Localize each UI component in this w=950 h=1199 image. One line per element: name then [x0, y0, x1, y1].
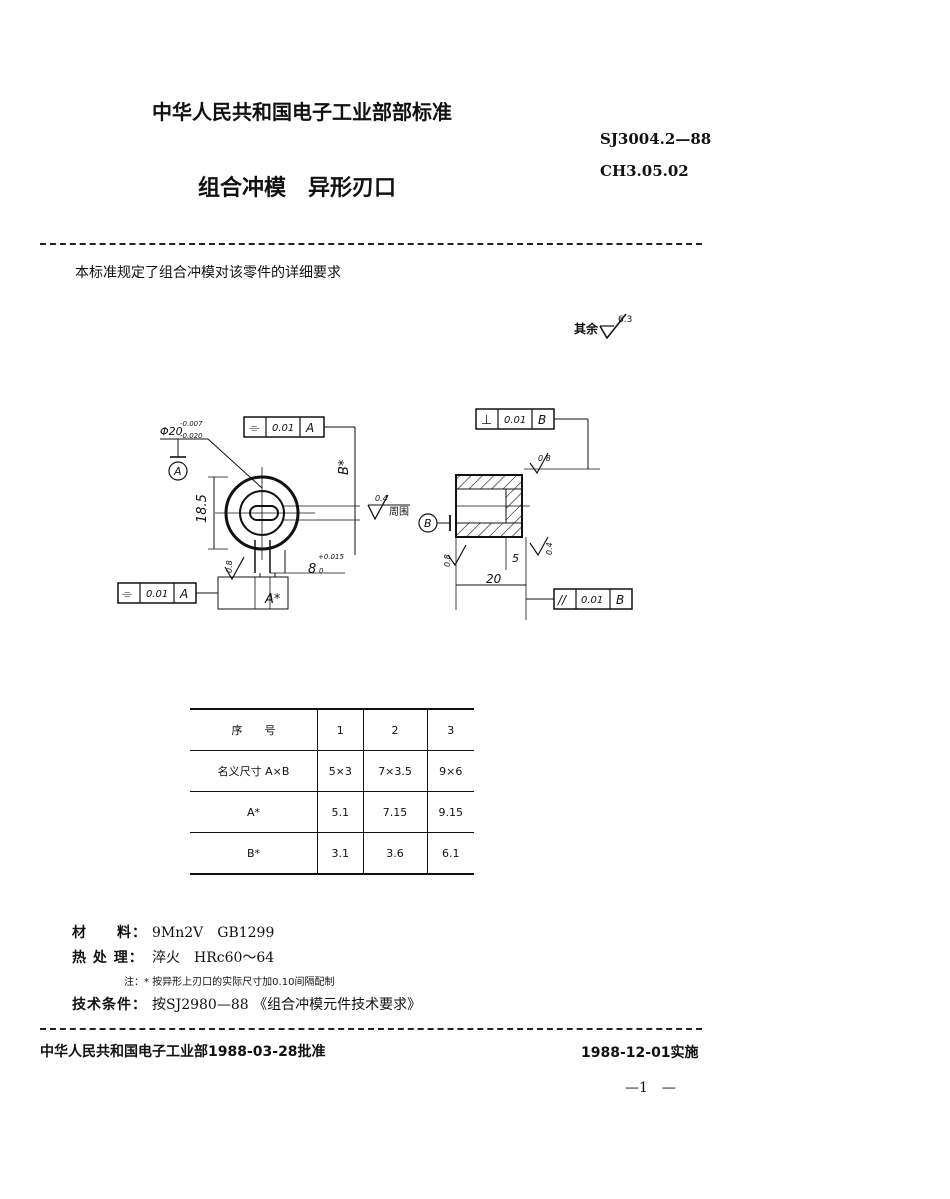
- table-cell: 3.6: [362, 832, 427, 875]
- width-tol-lower: 0: [319, 567, 324, 575]
- table-row: 名义尺寸 A×B 5×3 7×3.5 9×6: [190, 750, 474, 792]
- datum-a-label: A: [173, 465, 182, 478]
- flatness-top-symbol: ⌯: [249, 421, 260, 436]
- flatness-top-datum: A: [305, 421, 314, 435]
- material-value: 9Mn2V GB1299: [152, 925, 275, 941]
- b-dimension: B*: [337, 459, 352, 475]
- table-header-cell: 2: [362, 708, 427, 751]
- heat-treatment-value: 淬火 HRc60～64: [152, 950, 275, 966]
- effective-date: 1988-12-01实施: [581, 1045, 699, 1061]
- parallelism-value: 0.01: [581, 595, 603, 606]
- diameter-upper-tol: -0.007: [180, 420, 203, 428]
- rough-left-value: 0.8: [443, 554, 452, 567]
- perpendicularity-symbol: ⊥: [481, 413, 492, 428]
- note-text: 注：* 按异形上刃口的实际尺寸加0.10间隔配制: [124, 977, 335, 988]
- diameter-label: Φ20: [160, 425, 183, 438]
- perpendicularity-datum: B: [538, 413, 546, 427]
- org-title: 中华人民共和国电子工业部部标准: [152, 100, 452, 124]
- flatness-left-value: 0.01: [146, 589, 168, 600]
- side-view: ⊥ 0.01 B 0.8 B 0.8 5 0.4: [418, 408, 633, 620]
- table-cell: 5×3: [317, 750, 364, 792]
- tech-conditions-line: 技术条件： 按SJ2980—88 《组合冲模元件技术要求》: [72, 994, 421, 1014]
- page-number: —1 —: [625, 1080, 676, 1096]
- table-cell: 7.15: [362, 791, 427, 833]
- parallelism-symbol: //: [557, 593, 568, 607]
- roughness-prefix: 其余: [574, 322, 599, 336]
- table-header-row: 序 号 1 2 3: [190, 708, 474, 751]
- table-cell: 3.1: [317, 832, 364, 875]
- rough-side-value: 0.4: [375, 494, 388, 503]
- header-divider: [40, 243, 702, 245]
- heat-treatment-line: 热 处 理： 淬火 HRc60～64: [72, 947, 274, 967]
- perpendicularity-value: 0.01: [504, 415, 526, 426]
- standard-number: SJ3004.2—88: [600, 130, 712, 148]
- rough-bottom-value: 0.8: [225, 560, 234, 573]
- flatness-left-symbol: ⌯: [122, 587, 133, 602]
- datum-b-label: B: [424, 517, 432, 530]
- table-cell: 9×6: [426, 750, 474, 792]
- perpendicularity-frame: ⊥ 0.01 B: [475, 408, 600, 470]
- length-dimension: 20: [486, 572, 502, 586]
- material-line: 材 料： 9Mn2V GB1299: [72, 922, 274, 942]
- front-view: ⌯ 0.01 A Φ20 -0.007 -0.020 A 18.5 B*: [117, 416, 410, 610]
- width-tol-upper: +0.015: [318, 553, 344, 561]
- doc-title: 组合冲模 异形刃口: [198, 176, 397, 201]
- table-cell: 5.1: [317, 791, 364, 833]
- class-code: CH3.05.02: [600, 162, 689, 180]
- roughness-value: 6.3: [618, 315, 632, 325]
- rough-top-value: 0.8: [538, 454, 551, 463]
- roughness-symbol-icon: 6.3: [599, 313, 632, 340]
- flatness-left-datum: A: [179, 587, 188, 601]
- flatness-frame-top: ⌯ 0.01 A: [243, 416, 356, 555]
- rough-side-suffix: 周围: [389, 506, 409, 518]
- height-dimension: 18.5: [195, 494, 210, 523]
- approval-text: 中华人民共和国电子工业部1988-03-28批准: [40, 1044, 326, 1060]
- tech-conditions-label: 技术条件：: [72, 997, 147, 1013]
- table-header-cell: 1: [317, 708, 364, 751]
- flatness-frame-left: ⌯ 0.01 A: [117, 582, 218, 604]
- heat-treatment-label: 热 处 理：: [72, 950, 144, 966]
- size-table: 序 号 1 2 3 名义尺寸 A×B 5×3 7×3.5 9×6 A* 5.1 …: [190, 708, 474, 875]
- table-row-label: 名义尺寸 A×B: [190, 750, 318, 792]
- table-row: A* 5.1 7.15 9.15: [190, 791, 474, 833]
- tech-conditions-value: 按SJ2980—88 《组合冲模元件技术要求》: [152, 997, 422, 1013]
- table-row-label: B*: [190, 832, 318, 875]
- table-cell: 7×3.5: [362, 750, 427, 792]
- flatness-top-value: 0.01: [272, 423, 294, 434]
- intro-text: 本标准规定了组合冲模对该零件的详细要求: [75, 265, 341, 281]
- table-cell: 9.15: [426, 791, 474, 833]
- a-dimension: A*: [264, 592, 281, 607]
- table-row: B* 3.1 3.6 6.1: [190, 832, 474, 875]
- diameter-lower-tol: -0.020: [180, 432, 203, 440]
- parallelism-datum: B: [616, 593, 624, 607]
- table-row-label: A*: [190, 791, 318, 833]
- table-cell: 6.1: [426, 832, 474, 875]
- table-header-cell: 3: [426, 708, 474, 751]
- step-dimension: 5: [512, 552, 519, 565]
- rough-step-value: 0.4: [545, 542, 554, 555]
- technical-drawing: ⌯ 0.01 A Φ20 -0.007 -0.020 A 18.5 B*: [117, 408, 633, 620]
- width-dimension: 8: [308, 562, 316, 577]
- footer-divider: [40, 1028, 702, 1030]
- table-header-cell: 序 号: [190, 708, 318, 751]
- parallelism-frame: // 0.01 B: [526, 588, 633, 610]
- material-label: 材 料：: [72, 925, 147, 941]
